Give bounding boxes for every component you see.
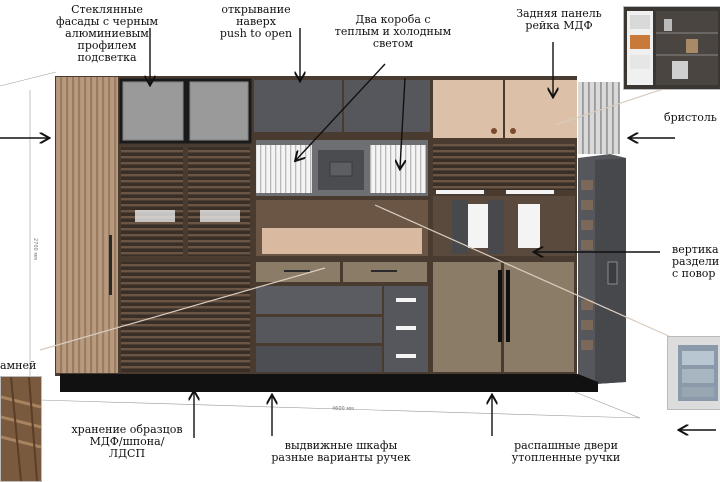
label-light-boxes: Два короба с теплым и холодным светом	[334, 13, 452, 50]
hinged-doors	[433, 262, 574, 372]
grey-drawers	[256, 286, 428, 372]
right-bristol-panel	[578, 82, 620, 154]
dim-height-label: 2700 мм	[32, 238, 38, 260]
middle-niche-beige-panel	[262, 228, 422, 254]
arrow-icon	[296, 63, 386, 160]
dim-width-label: 4600 мм	[332, 406, 354, 412]
dimension-lines	[0, 71, 641, 419]
sample-storage-slats	[121, 146, 250, 372]
label-stone: амней	[0, 359, 37, 372]
light-boxes	[256, 140, 428, 196]
label-samples-storage: хранение образцов МДФ/шпона/ ЛДСП	[71, 423, 183, 460]
push-to-open-doors	[254, 80, 430, 132]
plinth	[60, 374, 598, 392]
rotating-divider-column	[578, 154, 626, 384]
right-slat-panel	[433, 144, 575, 190]
drawers-photo-icon	[667, 336, 720, 410]
glass-facades	[119, 78, 252, 144]
label-back-panel: Задняя панель рейка МДФ	[516, 7, 602, 32]
label-push-to-open: открывание наверх push to open	[219, 3, 293, 40]
taupe-drawers	[256, 262, 427, 282]
left-veneer-door	[56, 77, 118, 373]
arrows	[0, 28, 716, 438]
label-vertical-dividers: вертика раздели с повор	[672, 243, 720, 280]
samples-photo-icon	[0, 376, 42, 482]
label-bristol: бристоль	[664, 111, 717, 124]
right-open-shelves	[433, 190, 575, 256]
label-hinged-doors: распашные двери утопленные ручки	[511, 439, 621, 464]
label-drawers: выдвижные шкафы разные варианты ручек	[271, 439, 411, 464]
beige-top-doors	[433, 80, 577, 138]
label-glass-facades: Стеклянные фасады с черным алюминиевым п…	[55, 3, 159, 64]
arrow-icon	[400, 77, 405, 168]
left-door-handle	[109, 235, 112, 295]
shelving-photo-icon	[623, 6, 720, 90]
